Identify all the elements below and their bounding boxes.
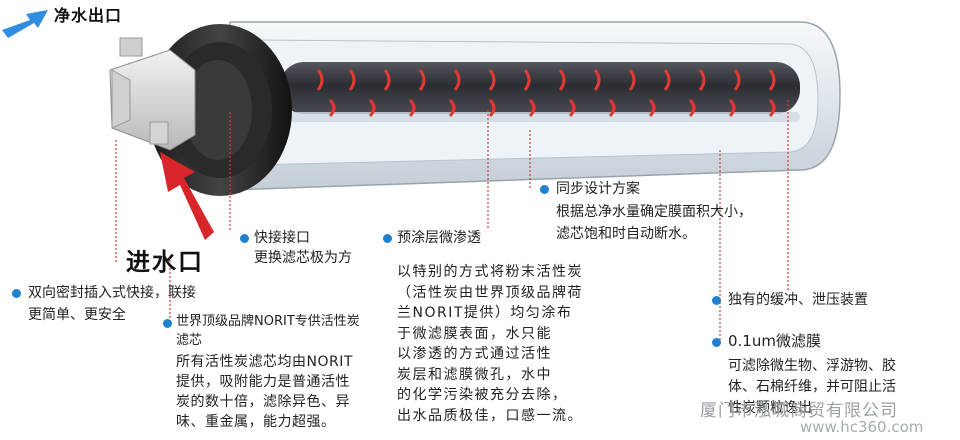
flow-arrows-bottom	[328, 98, 776, 118]
bullet-dot-icon	[712, 296, 721, 305]
membrane-title: 0.1um微滤膜	[728, 332, 821, 350]
bullet-dot-icon	[540, 185, 549, 194]
sync-title: 同步设计方案	[556, 181, 640, 197]
norit-title: 世界顶级品牌NORIT专供活性炭 滤芯	[176, 314, 360, 348]
outlet-arrow-icon	[2, 10, 48, 38]
quick-connect-desc: 更换滤芯极为方	[254, 250, 352, 266]
precoat-title: 预涂层微渗透	[397, 230, 481, 246]
seal-title: 双向密封插入式快接，联接	[28, 285, 196, 301]
bullet-dot-icon	[240, 234, 249, 243]
watermark-site: www.hc360.com	[800, 418, 924, 436]
sync-desc: 根据总净水量确定膜面积大小， 滤芯饱和时自动断水。	[556, 204, 752, 242]
bullet-dot-icon	[383, 234, 392, 243]
quick-connect-title: 快接接口	[254, 230, 310, 246]
membrane-desc: 可滤除微生物、浮游物、胶 体、石棉纤维，并可阻止活 性炭颗粒逸出	[728, 358, 896, 416]
norit-desc: 所有活性炭滤芯均由NORIT 提供，吸附能力是普通活性 炭的数十倍，滤除异色、异…	[176, 354, 353, 430]
precoat-desc: 以特别的方式将粉末活性炭 （活性炭由世界顶级品牌荷 兰NORIT提供）均匀涂布 …	[397, 264, 583, 424]
bullet-dot-icon	[712, 338, 721, 347]
inlet-label: 进水口	[126, 248, 204, 276]
outlet-label: 净水出口	[54, 6, 123, 25]
buffer-title: 独有的缓冲、泄压装置	[728, 292, 868, 308]
inlet-arrow-icon	[160, 152, 214, 240]
seal-desc: 更简单、更安全	[28, 307, 126, 323]
flow-arrows-top	[316, 69, 776, 91]
bullet-dot-icon	[163, 319, 172, 328]
watermark-company: 厦门市泓城商贸有限公司	[700, 401, 898, 421]
bullet-dot-icon	[12, 289, 21, 298]
carbon-rod	[280, 62, 800, 114]
